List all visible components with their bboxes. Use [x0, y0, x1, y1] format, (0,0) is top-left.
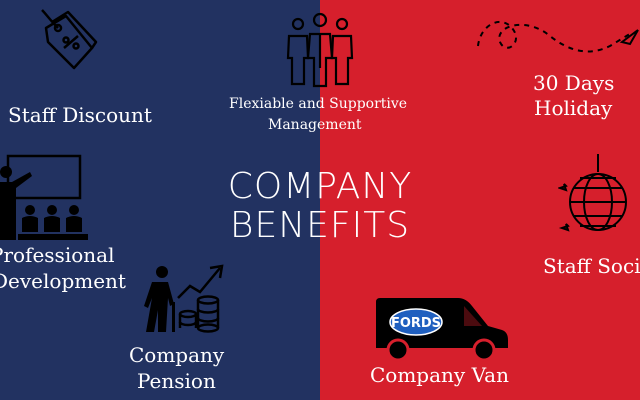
benefit-label-pension-2: Pension [137, 369, 216, 393]
teacher-presentation-icon [0, 154, 88, 240]
van-icon: FORDS [376, 298, 508, 362]
travel-path-icon [477, 21, 639, 53]
benefit-label-management-1: Flexiable and Supportive [229, 96, 408, 112]
benefit-label-staff-social: Staff Social [543, 254, 640, 278]
benefit-label-company-van: Company Van [370, 363, 509, 387]
benefit-label-management-2: Management [268, 117, 362, 133]
title-line-2: BENEFITS [229, 205, 411, 246]
price-tag-icon [41, 9, 98, 70]
team-icon [286, 12, 354, 88]
benefit-label-development-2: Development [0, 269, 126, 293]
disco-ball-icon [558, 154, 627, 232]
pension-growth-icon [144, 264, 224, 333]
van-logo-text: FORDS [391, 316, 441, 331]
title-line-1: COMPANY [227, 166, 413, 207]
left-panel [0, 0, 320, 400]
benefit-label-pension-1: Company [129, 343, 225, 367]
benefit-label-development-1: Professional [0, 243, 115, 267]
benefit-label-holiday-1: 30 Days [533, 71, 615, 95]
benefit-label-holiday-2: Holiday [534, 96, 613, 120]
benefit-label-staff-discount: Staff Discount [8, 103, 152, 127]
